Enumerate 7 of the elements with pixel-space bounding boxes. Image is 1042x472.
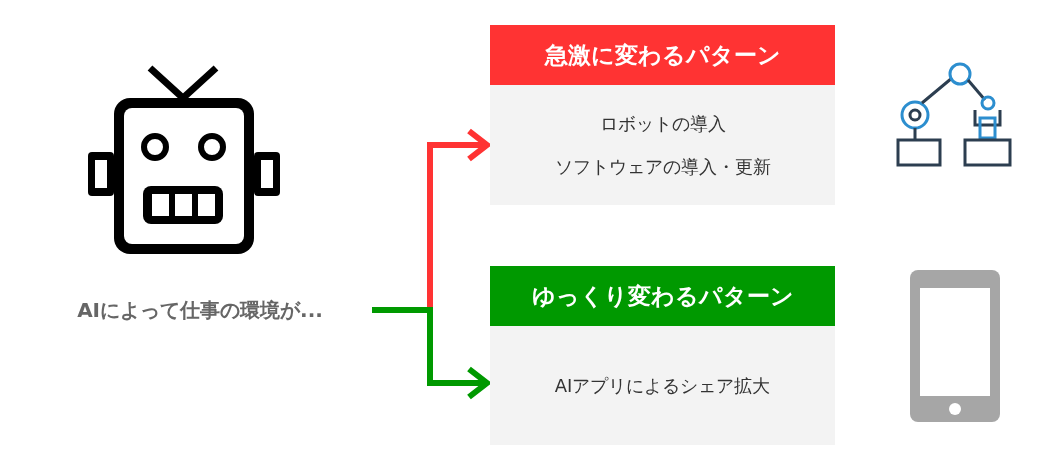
pattern-header: ゆっくり変わるパターン bbox=[490, 266, 835, 326]
item-text: AIアプリによるシェア拡大 bbox=[554, 374, 771, 398]
pattern-header: 急激に変わるパターン bbox=[490, 25, 835, 85]
statement-text: AIによって仕事の環境が... bbox=[30, 292, 370, 328]
arrow bbox=[372, 307, 490, 400]
item-text: ロボットの導入 bbox=[599, 112, 726, 136]
item-text: ソフトウェアの導入・更新 bbox=[554, 155, 771, 179]
